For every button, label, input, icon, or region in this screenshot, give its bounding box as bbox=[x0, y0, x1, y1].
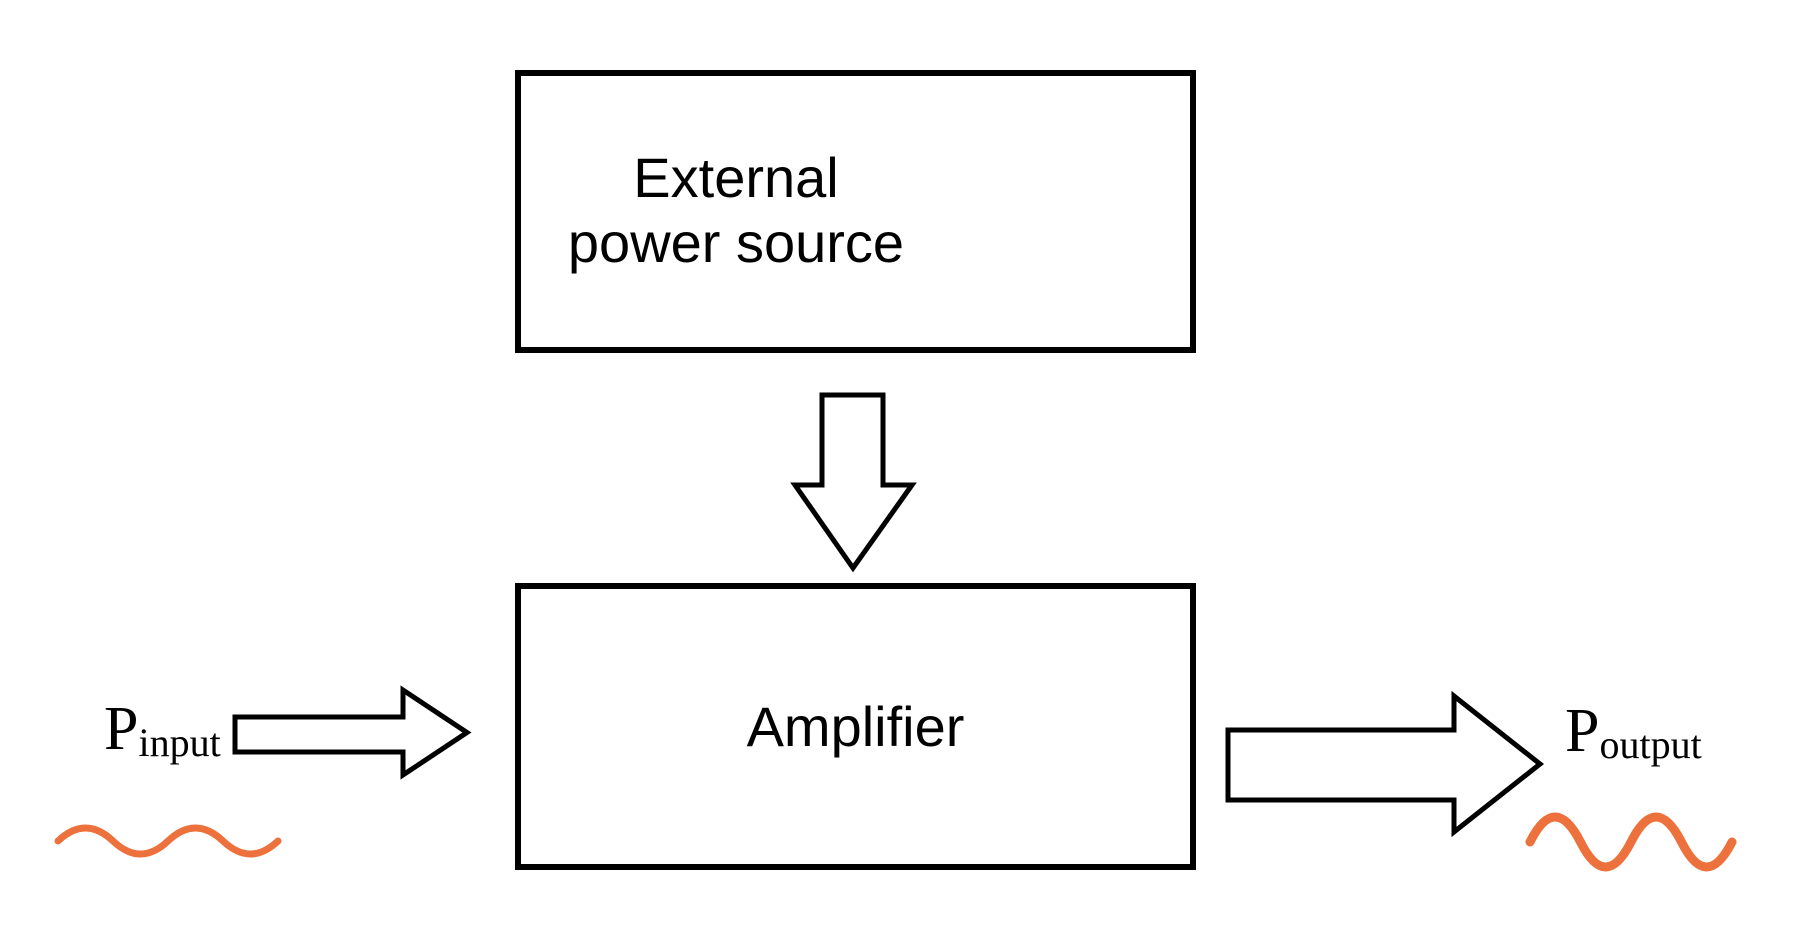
output-sine-wave-icon bbox=[1525, 812, 1737, 872]
p-output-symbol: P bbox=[1565, 697, 1600, 765]
p-input-subscript: input bbox=[138, 720, 221, 765]
p-output-subscript: output bbox=[1599, 722, 1702, 767]
amplifier-label: Amplifier bbox=[746, 695, 965, 758]
external-power-source-box bbox=[515, 70, 1196, 353]
external-power-source-label-line1: External bbox=[633, 146, 839, 209]
output-right-block-arrow-icon bbox=[1225, 690, 1545, 838]
down-block-arrow-icon bbox=[790, 392, 917, 573]
input-right-block-arrow-icon bbox=[232, 685, 472, 780]
external-power-source-label: External power source bbox=[521, 145, 951, 275]
input-sine-wave-icon bbox=[54, 824, 282, 858]
external-power-source-label-line2: power source bbox=[567, 211, 905, 274]
p-input-symbol: P bbox=[104, 695, 139, 763]
p-input-label: Pinput bbox=[104, 698, 221, 763]
p-output-label: Poutput bbox=[1565, 700, 1702, 765]
amplifier-box: Amplifier bbox=[515, 583, 1196, 870]
